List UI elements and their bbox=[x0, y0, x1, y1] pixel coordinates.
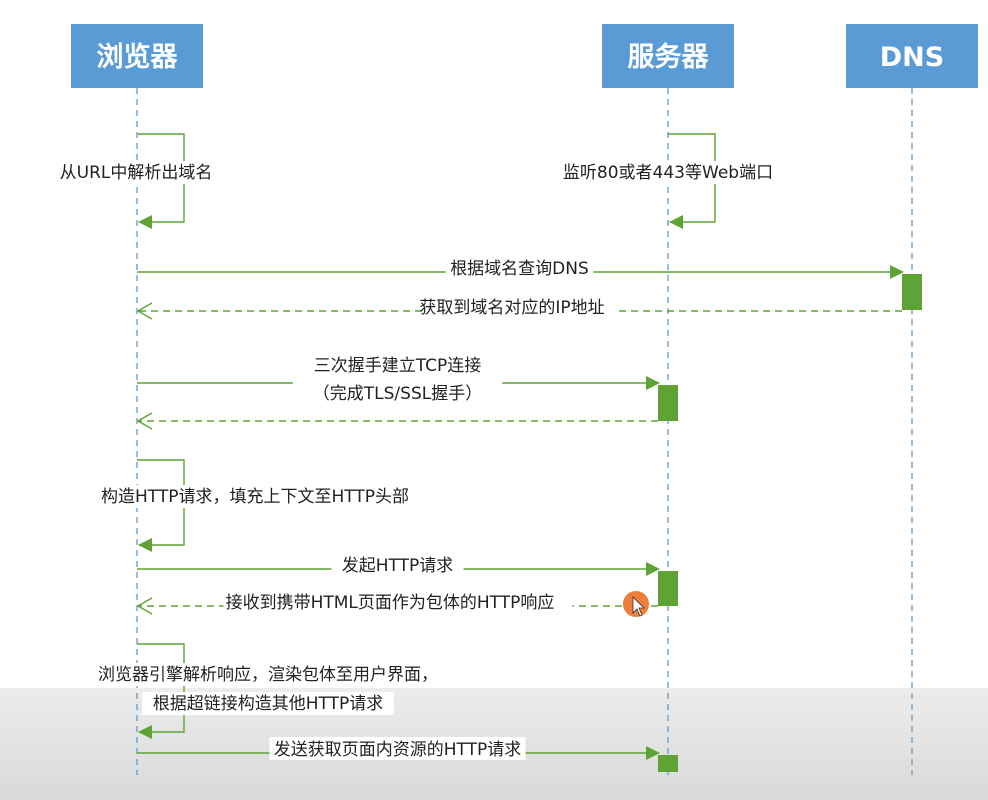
lifelines bbox=[136, 88, 913, 775]
activation-bar-dns bbox=[902, 274, 922, 310]
actor-server: 服务器 bbox=[602, 24, 734, 88]
label-background bbox=[51, 161, 221, 184]
message-label: 浏览器引擎解析响应，渲染包体至用户界面， bbox=[98, 665, 438, 685]
label-background bbox=[223, 590, 573, 613]
label-background bbox=[101, 663, 435, 686]
actor-browser: 浏览器 bbox=[71, 24, 203, 88]
actor-dns: DNS bbox=[846, 24, 978, 88]
activation-bar-server bbox=[658, 385, 678, 421]
message-label: （完成TLS/SSL握手） bbox=[313, 384, 482, 404]
message-1: 监听80或者443等Web端口 bbox=[542, 133, 794, 229]
request-arrowhead bbox=[646, 746, 660, 760]
activation-bar-server bbox=[658, 571, 678, 606]
self-message-arrowhead bbox=[138, 725, 152, 739]
actor-label-browser: 浏览器 bbox=[97, 41, 179, 73]
message-4: 三次握手建立TCP连接 （完成TLS/SSL握手） bbox=[137, 353, 660, 404]
label-background bbox=[308, 353, 487, 376]
message-2: 根据域名查询DNS bbox=[137, 256, 904, 279]
self-message-arrowhead bbox=[138, 215, 152, 229]
message-5 bbox=[136, 412, 658, 430]
message-label: 获取到域名对应的IP地址 bbox=[419, 298, 604, 318]
message-10: 发送获取页面内资源的HTTP请求 bbox=[137, 737, 660, 760]
message-8: 接收到携带HTML页面作为包体的HTTP响应 bbox=[136, 590, 658, 615]
label-background bbox=[445, 256, 594, 279]
activation-bar-server bbox=[658, 755, 678, 772]
message-label: 三次握手建立TCP连接 bbox=[314, 356, 482, 376]
label-background bbox=[269, 737, 526, 760]
message-label: 监听80或者443等Web端口 bbox=[563, 163, 773, 183]
message-label: 从URL中解析出域名 bbox=[60, 163, 213, 183]
message-label: 接收到携带HTML页面作为包体的HTTP响应 bbox=[226, 593, 555, 613]
message-label: 构造HTTP请求，填充上下文至HTTP头部 bbox=[101, 487, 409, 507]
actor-box-dns bbox=[846, 24, 978, 88]
message-9: 浏览器引擎解析响应，渲染包体至用户界面， 根据超链接构造其他HTTP请求 bbox=[98, 643, 438, 739]
self-message-arrowhead bbox=[138, 538, 152, 552]
label-background bbox=[142, 692, 394, 715]
message-0: 从URL中解析出域名 bbox=[51, 133, 221, 229]
message-label: 发送获取页面内资源的HTTP请求 bbox=[274, 740, 522, 760]
actor-label-server: 服务器 bbox=[628, 42, 710, 73]
actor-label-dns: DNS bbox=[880, 42, 944, 73]
message-label: 发起HTTP请求 bbox=[342, 556, 454, 576]
message-label: 根据域名查询DNS bbox=[450, 259, 589, 279]
message-label: 根据超链接构造其他HTTP请求 bbox=[153, 694, 384, 714]
activations bbox=[658, 274, 922, 772]
self-message-line bbox=[137, 643, 185, 733]
label-background bbox=[79, 485, 431, 508]
actor-box-browser bbox=[71, 24, 203, 88]
request-arrowhead bbox=[646, 376, 660, 390]
label-background bbox=[292, 381, 503, 404]
reply-arrowhead bbox=[136, 302, 153, 320]
label-background bbox=[542, 161, 794, 184]
label-background bbox=[423, 295, 617, 318]
actor-box-server bbox=[602, 24, 734, 88]
label-background bbox=[331, 553, 464, 576]
request-arrowhead bbox=[890, 265, 904, 279]
message-7: 发起HTTP请求 bbox=[137, 553, 660, 576]
message-3: 获取到域名对应的IP地址 bbox=[136, 295, 902, 320]
self-message-arrowhead bbox=[669, 215, 683, 229]
reply-arrowhead bbox=[136, 597, 153, 615]
reply-arrowhead bbox=[136, 412, 153, 430]
message-6: 构造HTTP请求，填充上下文至HTTP头部 bbox=[79, 459, 431, 552]
actors: 浏览器 服务器 DNS bbox=[71, 24, 978, 88]
request-arrowhead bbox=[646, 562, 660, 576]
mouse-pointer-icon bbox=[632, 596, 645, 617]
